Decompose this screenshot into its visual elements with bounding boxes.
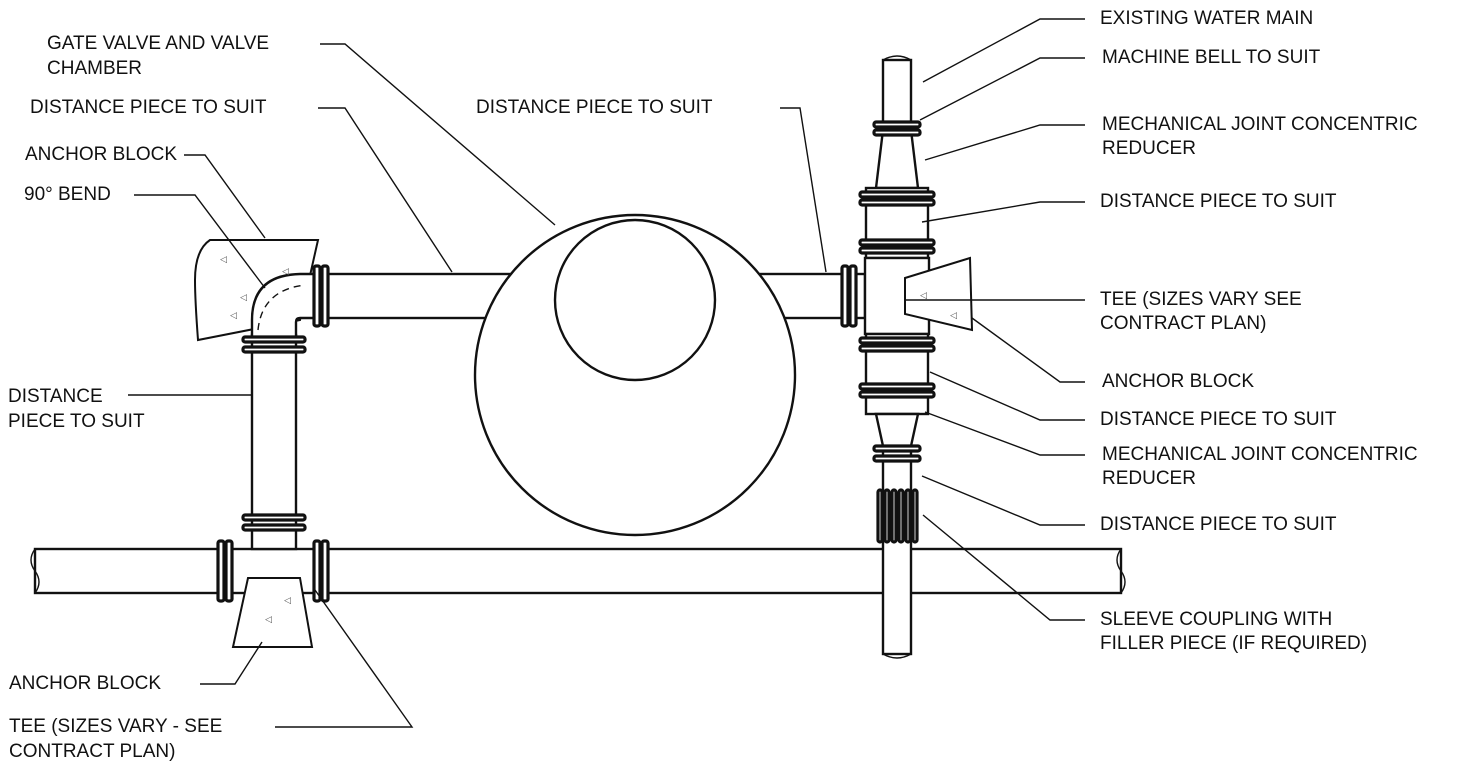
sleeve-coupling-rib <box>876 488 884 544</box>
joint-band <box>858 198 936 207</box>
label-sleeve-coupling-1: SLEEVE COUPLING WITH <box>1100 609 1333 630</box>
flange-band <box>312 264 322 328</box>
svg-text:◁: ◁ <box>950 311 957 321</box>
joint-band <box>858 382 936 391</box>
label-mj-reducer-bottom-2: REDUCER <box>1102 468 1196 489</box>
joint-band <box>858 190 936 199</box>
joint-band <box>241 345 307 354</box>
label-distance-piece-right-3: DISTANCE PIECE TO SUIT <box>1100 514 1337 535</box>
label-distance-piece-top-left: DISTANCE PIECE TO SUIT <box>30 97 267 118</box>
label-tee-bottom-2: CONTRACT PLAN) <box>9 741 176 762</box>
joint-band <box>858 238 936 247</box>
gate-valve-chamber <box>473 213 797 537</box>
label-anchor-block-right: ANCHOR BLOCK <box>1102 371 1255 392</box>
flange-band <box>320 264 330 328</box>
svg-text:◁: ◁ <box>284 596 291 606</box>
label-mj-reducer-top-2: REDUCER <box>1102 138 1196 159</box>
label-90-bend: 90° BEND <box>24 184 111 205</box>
existing-main-pipe <box>30 547 1126 595</box>
label-existing-water-main: EXISTING WATER MAIN <box>1100 8 1314 29</box>
joint-band <box>872 444 922 453</box>
joint-band <box>241 335 307 344</box>
label-gate-valve-2: CHAMBER <box>47 58 143 79</box>
svg-text:◁: ◁ <box>920 291 927 301</box>
flange-joints <box>216 120 936 603</box>
svg-text:◁: ◁ <box>220 255 227 265</box>
label-distance-piece-left-2: PIECE TO SUIT <box>8 411 145 432</box>
label-anchor-block-bottom: ANCHOR BLOCK <box>9 673 162 694</box>
leader-lines <box>128 18 1085 728</box>
sleeve-coupling-rib <box>911 488 919 544</box>
label-distance-piece-left-1: DISTANCE <box>8 386 103 407</box>
label-mj-reducer-top-1: MECHANICAL JOINT CONCENTRIC <box>1102 114 1418 135</box>
svg-text:◁: ◁ <box>282 267 289 277</box>
joint-band <box>872 120 922 129</box>
joint-band <box>858 344 936 353</box>
label-machine-bell: MACHINE BELL TO SUIT <box>1102 47 1321 68</box>
label-tee-bottom-1: TEE (SIZES VARY - SEE <box>9 716 223 737</box>
anchor-block-bend: ◁ ◁ ◁ ◁ <box>193 239 322 342</box>
joint-band <box>872 454 922 463</box>
flange-band <box>848 264 858 328</box>
flange-band <box>224 539 234 603</box>
svg-text:◁: ◁ <box>230 311 237 321</box>
label-distance-piece-right-1: DISTANCE PIECE TO SUIT <box>1100 191 1337 212</box>
flange-band <box>320 539 330 603</box>
label-distance-piece-right-2: DISTANCE PIECE TO SUIT <box>1100 409 1337 430</box>
label-gate-valve-1: GATE VALVE AND VALVE <box>47 33 270 54</box>
sleeve-coupling-rib <box>897 488 905 544</box>
joint-band <box>858 246 936 255</box>
label-tee-right-1: TEE (SIZES VARY SEE <box>1100 289 1302 310</box>
joint-band <box>858 390 936 399</box>
label-distance-piece-center: DISTANCE PIECE TO SUIT <box>476 97 713 118</box>
sleeve-coupling-rib <box>890 488 898 544</box>
sleeve-coupling-rib <box>883 488 891 544</box>
joint-band <box>872 128 922 137</box>
label-mj-reducer-bottom-1: MECHANICAL JOINT CONCENTRIC <box>1102 444 1418 465</box>
joint-band <box>241 513 307 522</box>
label-tee-right-2: CONTRACT PLAN) <box>1100 313 1267 334</box>
flange-band <box>840 264 850 328</box>
svg-text:◁: ◁ <box>240 293 247 303</box>
flange-band <box>216 539 226 603</box>
anchor-block-tee-bottom: ◁ ◁ <box>231 577 314 648</box>
label-anchor-block-top-left: ANCHOR BLOCK <box>25 144 178 165</box>
joint-band <box>858 336 936 345</box>
joint-band <box>241 523 307 532</box>
label-sleeve-coupling-2: FILLER PIECE (IF REQUIRED) <box>1100 633 1368 654</box>
svg-text:◁: ◁ <box>265 615 272 625</box>
flange-band <box>312 539 322 603</box>
sleeve-coupling-rib <box>904 488 912 544</box>
anchor-block-tee-right: ◁ ◁ <box>904 256 974 332</box>
